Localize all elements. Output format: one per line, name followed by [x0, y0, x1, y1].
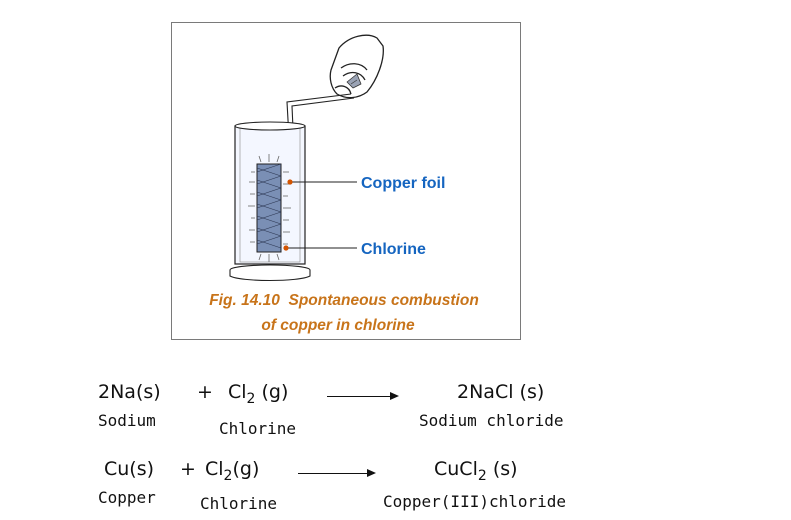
reactant-sodium: 2Na(s): [98, 381, 161, 403]
hand-icon: [329, 34, 384, 99]
name-copper: Copper: [98, 488, 156, 507]
label-copper-foil: Copper foil: [361, 175, 445, 192]
subscript: 2: [223, 468, 233, 484]
copper-foil-hatch: [256, 163, 282, 249]
element-symbol: CuCl: [434, 458, 478, 480]
element-symbol: 2NaCl: [457, 381, 514, 403]
figure-illustration: Copper foil Chlorine Fig. 14.10 Spontane…: [171, 22, 521, 340]
name-chlorine: Chlorine: [219, 419, 297, 438]
product-copper-chloride: CuCl2 (s): [434, 458, 518, 484]
reaction-arrow: [298, 469, 376, 477]
reactant-chlorine: Cl2(g): [205, 458, 260, 484]
name-copper-chloride: Copper(III)chloride: [383, 492, 567, 511]
name-chlorine: Chlorine: [200, 494, 278, 513]
subscript: 2: [246, 391, 256, 407]
plus-sign: +: [197, 381, 213, 403]
subscript: 2: [477, 468, 487, 484]
leader-dot-foil: [287, 179, 293, 185]
state-symbol: (s): [492, 458, 518, 480]
plus-sign: +: [180, 458, 196, 480]
product-sodium-chloride: 2NaCl (s): [457, 383, 544, 402]
reactant-chlorine: Cl2 (g): [228, 381, 289, 407]
name-sodium-chloride: Sodium chloride: [419, 411, 564, 430]
element-symbol: Cl: [205, 458, 224, 480]
leader-dot-chlorine: [283, 245, 289, 251]
combustion-glow: [248, 154, 291, 262]
reaction-arrow: [327, 392, 399, 400]
state-symbol: (g): [261, 381, 289, 403]
figure-caption-line1: Fig. 14.10 Spontaneous combustion: [209, 292, 479, 309]
element-symbol: Cl: [228, 381, 247, 403]
figure-panel: Copper foil Chlorine Fig. 14.10 Spontane…: [171, 22, 521, 340]
state-symbol: (g): [232, 458, 260, 480]
state-symbol: (s): [519, 381, 545, 403]
label-chlorine: Chlorine: [361, 241, 426, 258]
reactant-copper: Cu(s): [104, 458, 155, 480]
figure-caption-line2: of copper in chlorine: [261, 317, 415, 334]
name-sodium: Sodium: [98, 411, 156, 430]
